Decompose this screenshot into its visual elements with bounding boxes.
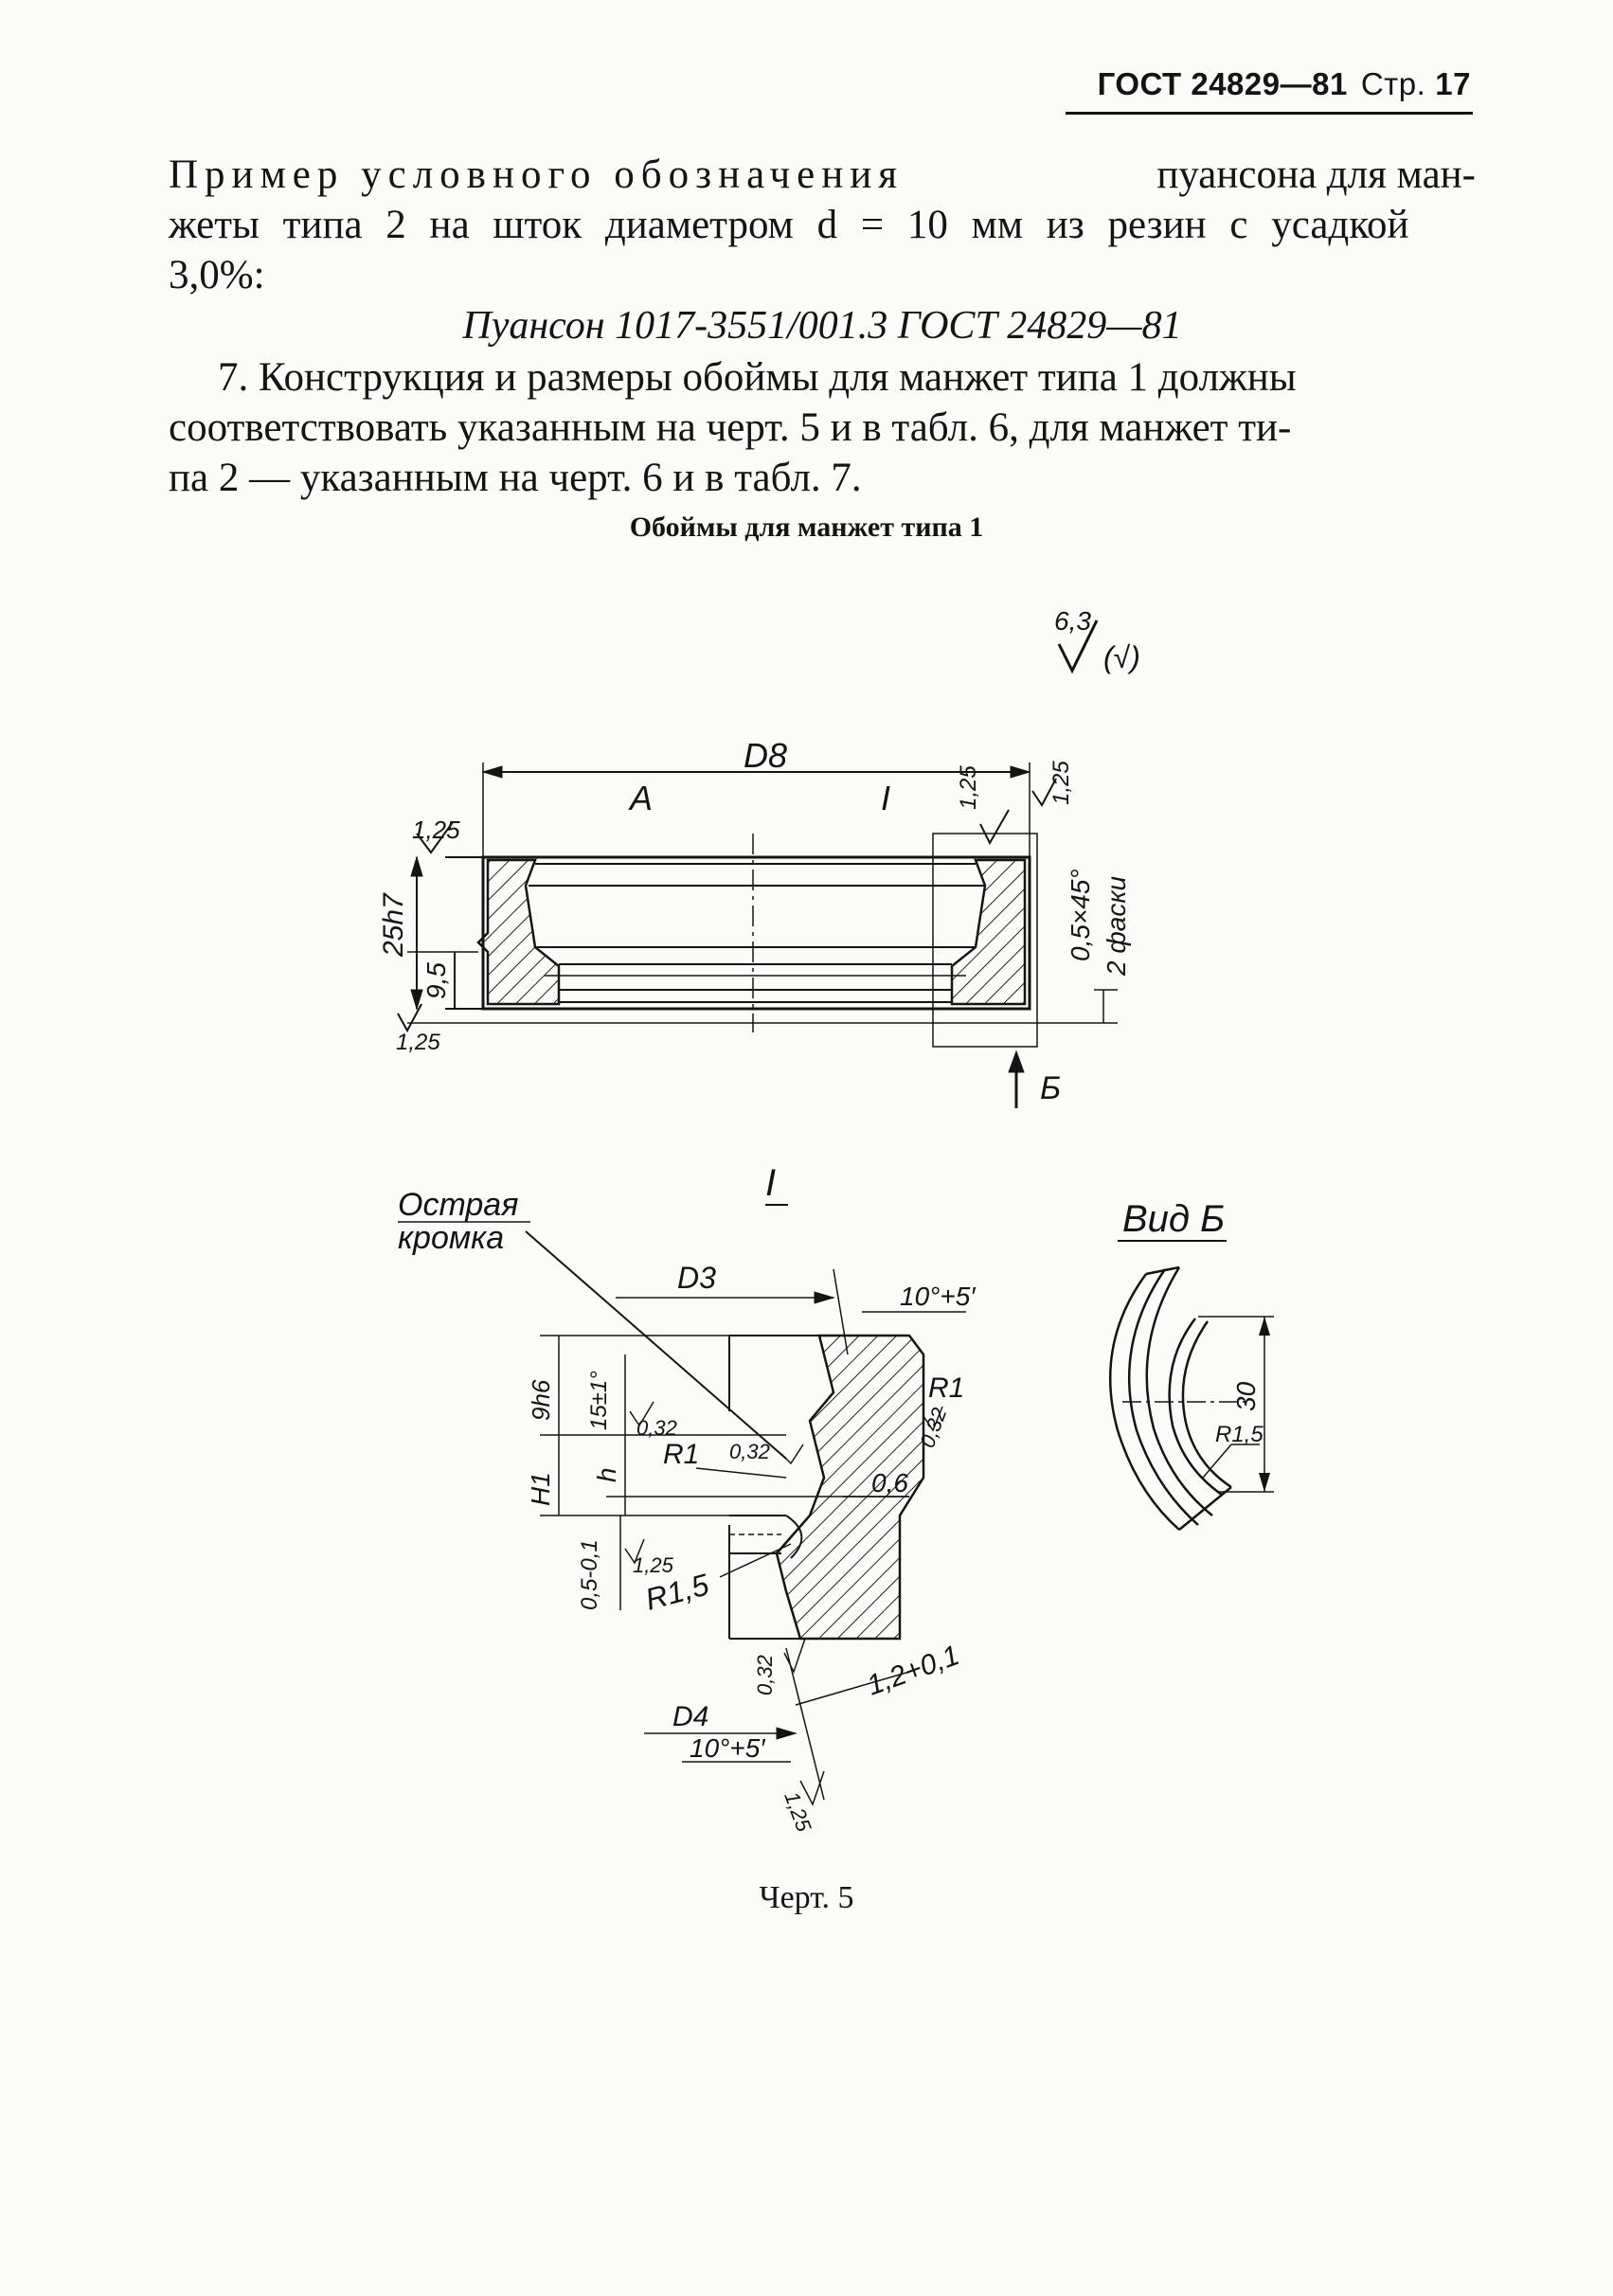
figure-title: Обоймы для манжет типа 1 xyxy=(629,511,984,543)
detail-mark-i: I xyxy=(881,779,890,817)
mark-a: A xyxy=(628,779,653,817)
view-b-radius: R1,5 xyxy=(1215,1422,1264,1447)
roughness-general-paren: (√) xyxy=(1103,640,1140,674)
arrow-30-top xyxy=(1259,1317,1270,1336)
radius-r1-b: R1 xyxy=(663,1439,699,1470)
page-header: ГОСТ 24829—81 Стр. 17 xyxy=(1098,66,1471,102)
dim-9-5: 9,5 xyxy=(421,962,451,999)
designation-example: Пуансон 1017-3551/001.3 ГОСТ 24829—81 xyxy=(462,304,1182,348)
view-mark-b: Б xyxy=(1040,1070,1061,1106)
roughness-032-a: 0,32 xyxy=(636,1416,677,1440)
view-b-arc xyxy=(1108,1265,1274,1531)
para7-line-3: па 2 — указанным на черт. 6 и в табл. 7. xyxy=(169,456,862,500)
intro-line-2: жеты типа 2 на шток диаметром d = 10 мм … xyxy=(169,203,1409,247)
roughness-general-symbol: 6,3 (√) xyxy=(1054,606,1140,674)
angle-15: 15±1° xyxy=(586,1371,612,1430)
dim-9h6: 9h6 xyxy=(527,1379,555,1421)
arrow-30-bottom xyxy=(1259,1473,1270,1492)
radius-r1-a: R1 xyxy=(928,1372,964,1404)
dim-chamfer: 0,5×45° xyxy=(1066,869,1095,961)
roughness-mark-1: 1,25 xyxy=(412,816,460,844)
dim-25h7: 25h7 xyxy=(378,892,409,958)
detail-label: I xyxy=(765,1162,776,1204)
view-b-label: Вид Б xyxy=(1122,1198,1225,1240)
dim-h1: H1 xyxy=(526,1472,555,1506)
detail-view xyxy=(398,1221,966,1806)
dim-d8: D8 xyxy=(744,736,787,775)
dim-0-6: 0,6 xyxy=(871,1468,908,1498)
page-label: Стр. xyxy=(1360,66,1426,101)
dim-d4: D4 xyxy=(672,1701,708,1732)
angle-top: 10°+5′ xyxy=(900,1282,977,1311)
sharp-edge-line-2: кромка xyxy=(398,1220,504,1256)
main-view xyxy=(397,762,1118,1108)
chamfer-note: 2 фаски xyxy=(1102,875,1131,977)
roughness-general-value: 6,3 xyxy=(1054,606,1091,636)
para7-line-1: 7. Конструкция и размеры обоймы для манж… xyxy=(218,355,1297,400)
roughness-mark-3: 1,25 xyxy=(1048,761,1074,805)
dim-d3: D3 xyxy=(677,1261,716,1295)
dim-0-5: 0,5-0,1 xyxy=(577,1539,602,1610)
roughness-032-d: 0,32 xyxy=(753,1655,777,1695)
roughness-032-b: 0,32 xyxy=(729,1440,770,1463)
para7-line-2: соответствовать указанным на черт. 5 и в… xyxy=(169,405,1292,450)
roughness-mark-4: 1,25 xyxy=(396,1030,440,1055)
roughness-125: 1,25 xyxy=(633,1553,674,1577)
roughness-125-b: 1,25 xyxy=(780,1788,815,1836)
intro-line-1: Пример условного обозначения пуансона дл… xyxy=(169,150,1476,200)
angle-bottom: 10°+5′ xyxy=(690,1733,766,1763)
intro-rest: пуансона для ман- xyxy=(1156,152,1476,197)
intro-line-3: 3,0%: xyxy=(169,253,265,297)
dim-1-2: 1,2+0,1 xyxy=(863,1640,963,1702)
sharp-edge-line-1: Острая xyxy=(398,1187,518,1223)
header-rule xyxy=(1066,112,1473,115)
roughness-mark-2: 1,25 xyxy=(956,765,981,810)
page-number: 17 xyxy=(1435,66,1471,101)
figure-caption: Черт. 5 xyxy=(759,1880,854,1915)
dim-h: h xyxy=(592,1467,621,1482)
dim-30: 30 xyxy=(1231,1381,1261,1411)
intro-lead: Пример условного обозначения xyxy=(169,152,905,197)
standard-number: ГОСТ 24829—81 xyxy=(1097,66,1348,101)
